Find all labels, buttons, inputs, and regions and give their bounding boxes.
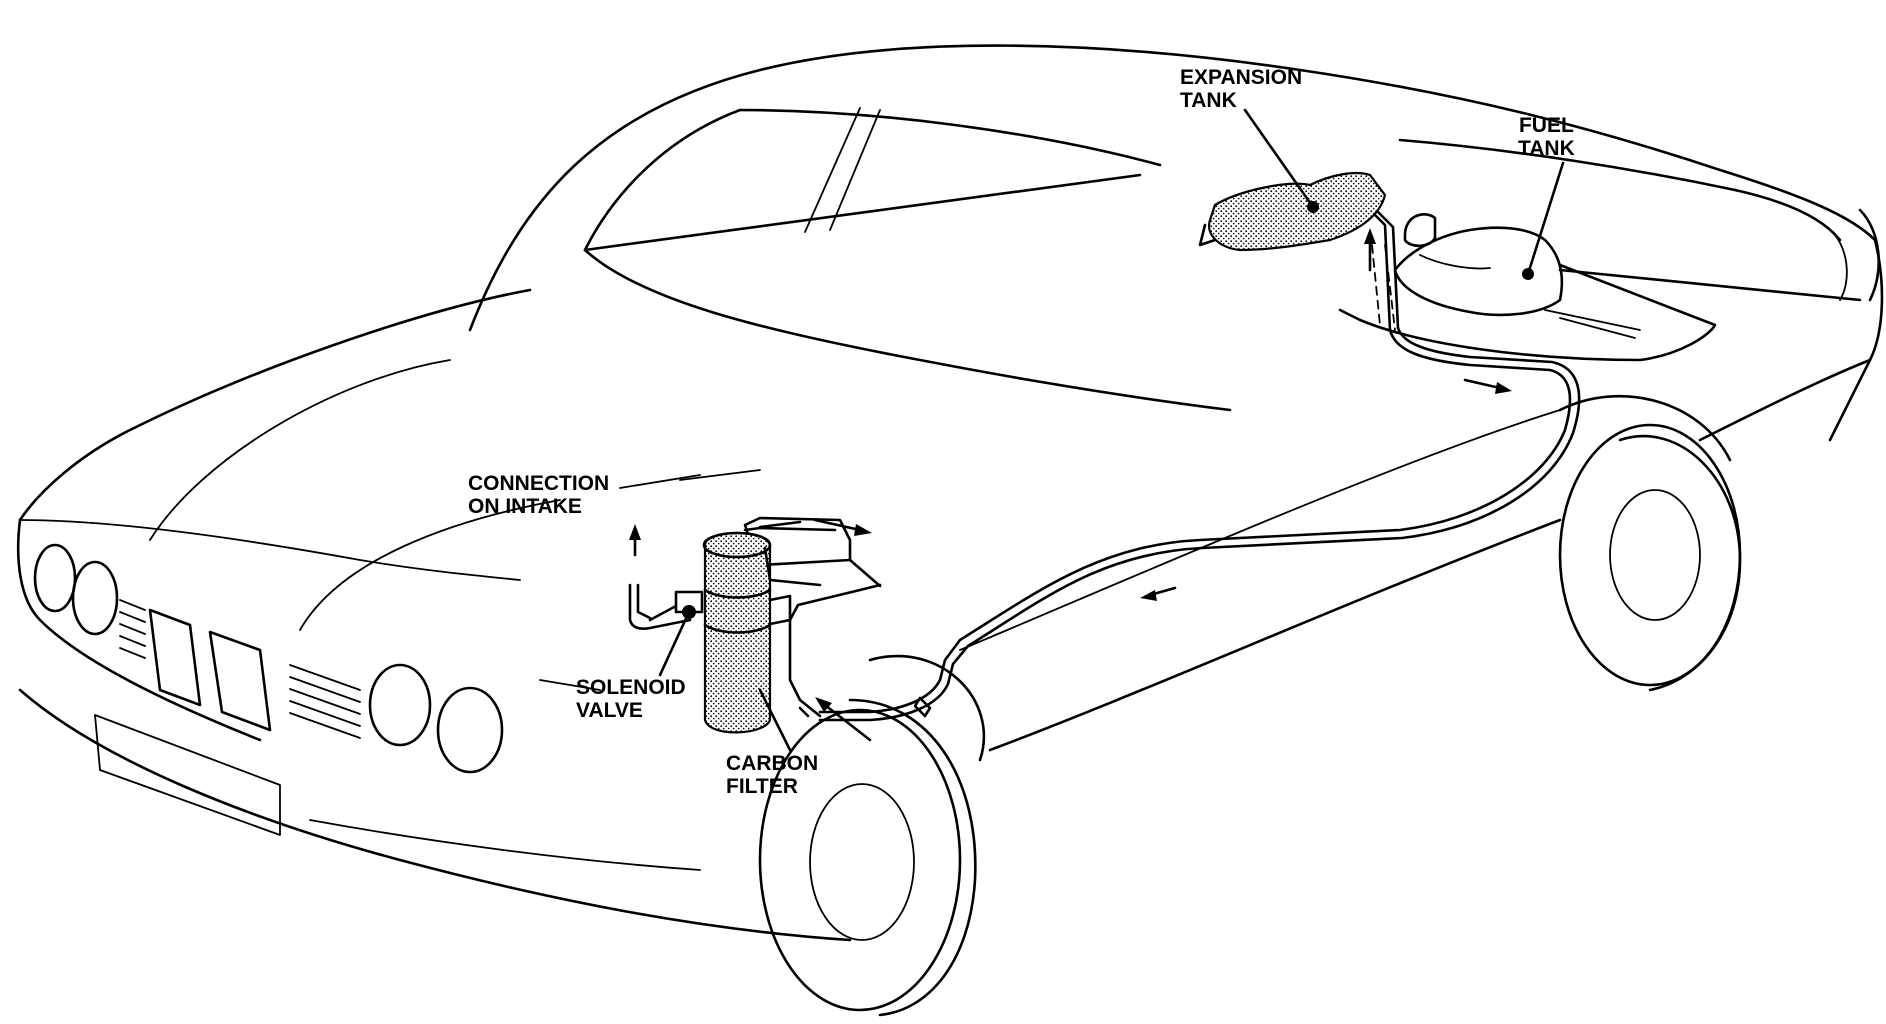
solenoid-valve-label: SOLENOID VALVE (576, 676, 686, 722)
connection-on-intake-label: CONNECTION ON INTAKE (468, 472, 609, 518)
flow-arrows (629, 228, 1512, 742)
connection-on-intake-label-line1: CONNECTION (468, 472, 610, 495)
solenoid-valve-label-line1: SOLENOID (576, 676, 686, 699)
front-wheel (758, 654, 986, 1017)
carbon-filter-label-line1: CARBON (726, 752, 819, 775)
solenoid-valve (648, 590, 704, 622)
fuel-tank-label: FUEL TANK (1518, 114, 1575, 160)
expansion-tank-label-line2: TANK (1180, 89, 1237, 112)
expansion-tank (1198, 171, 1387, 252)
expansion-tank-label: EXPANSION TANK (1180, 66, 1302, 112)
rear-wheel (1558, 394, 1742, 692)
fuel-tank-label-line1: FUEL (1518, 114, 1574, 137)
expansion-tank-label-line1: EXPANSION (1180, 66, 1303, 89)
carbon-filter-label-line2: FILTER (726, 775, 798, 798)
leader-lines (658, 108, 1565, 752)
fuel-tank-label-line2: TANK (1518, 137, 1575, 160)
carbon-filter (702, 520, 822, 734)
car-body (16, 44, 1884, 942)
vapor-line (628, 208, 1581, 722)
carbon-filter-label: CARBON FILTER (726, 752, 818, 798)
solenoid-valve-label-line2: VALVE (576, 699, 643, 722)
fuel-tank (1338, 213, 1717, 362)
connection-on-intake-label-line2: ON INTAKE (468, 495, 582, 518)
